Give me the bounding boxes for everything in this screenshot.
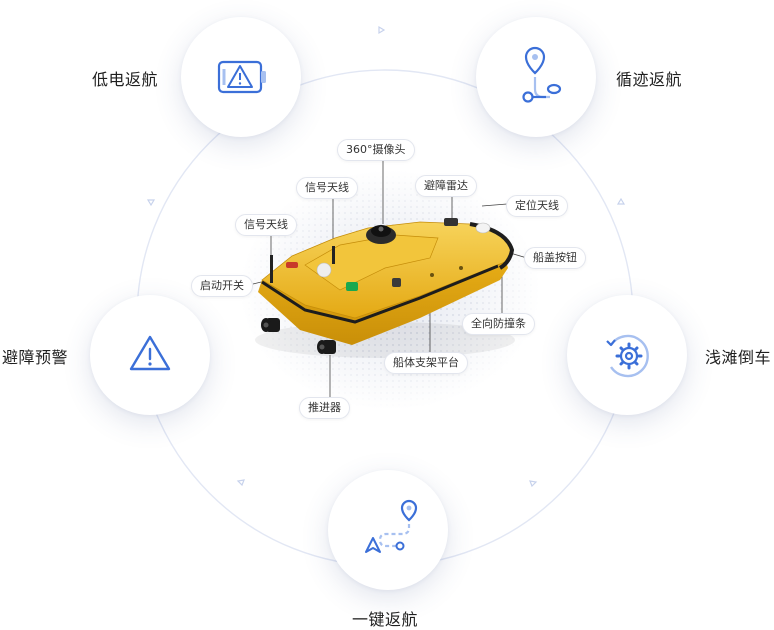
callout-positioning-antenna: 定位天线 (506, 195, 568, 217)
shoal-reverse-node (567, 295, 687, 415)
callout-hull-platform: 船体支架平台 (384, 352, 468, 374)
callout-thruster: 推进器 (299, 397, 350, 419)
orbit-arrows (146, 25, 626, 488)
shoal-reverse-label: 浅滩倒车 (705, 348, 772, 367)
callout-collision-strip: 全向防撞条 (462, 313, 535, 335)
navigation-path-icon (365, 499, 418, 553)
callout-signal-antenna-2: 信号天线 (235, 214, 297, 236)
low-battery-return-node (181, 17, 301, 137)
callout-signal-antenna-1: 信号天线 (296, 177, 358, 199)
track-return-label: 循迹返航 (616, 70, 683, 89)
callout-power-switch: 启动开关 (191, 275, 253, 297)
warning-triangle-icon (129, 335, 171, 371)
one-key-return-node (328, 470, 448, 590)
callout-camera-360: 360°摄像头 (337, 139, 415, 161)
low-battery-return-label: 低电返航 (92, 70, 159, 89)
callout-obstacle-radar: 避障雷达 (415, 175, 477, 197)
obstacle-warning-label: 避障预警 (2, 348, 69, 367)
gear-reverse-icon (606, 334, 649, 378)
one-key-return-label: 一键返航 (352, 610, 419, 629)
route-pin-icon (522, 46, 562, 103)
track-return-node (476, 17, 596, 137)
callout-hatch-button: 船盖按钮 (524, 247, 586, 269)
battery-warning-icon (217, 60, 266, 94)
obstacle-warning-node (90, 295, 210, 415)
boat-illustration (255, 218, 515, 358)
